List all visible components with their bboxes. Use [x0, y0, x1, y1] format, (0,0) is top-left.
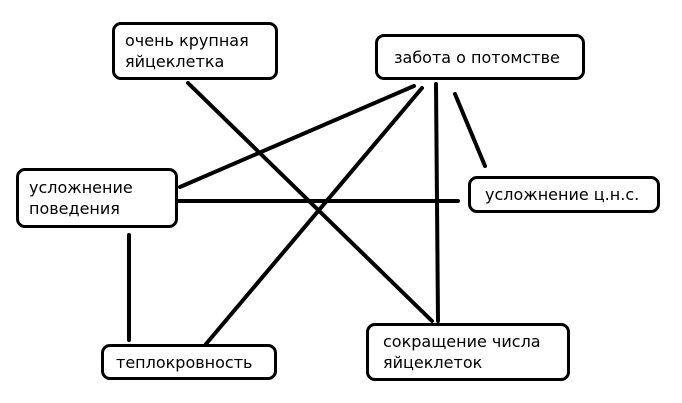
- node-complex-cns: усложнение ц.н.с.: [468, 176, 660, 213]
- node-egg-count-reduction-line-2: яйцеклеток: [383, 353, 483, 372]
- node-offspring-care: забота о потомстве: [375, 34, 585, 80]
- edge-care-cns: [453, 92, 487, 168]
- node-egg-count-reduction-line-1: сокращение числа: [383, 332, 541, 351]
- node-warm-bloodedness: теплокровность: [101, 344, 277, 380]
- node-large-egg-line-2: яйцеклетка: [125, 52, 225, 71]
- node-complex-cns-label: усложнение ц.н.с.: [485, 185, 640, 204]
- node-complex-behavior-line-1: усложнение: [29, 178, 133, 197]
- node-large-egg: очень крупная яйцеклетка: [112, 22, 278, 80]
- node-warm-bloodedness-label: теплокровность: [116, 352, 253, 372]
- node-complex-behavior: усложнение поведения: [16, 168, 178, 228]
- node-egg-count-reduction: сокращение числа яйцеклеток: [366, 323, 570, 381]
- edge-care-behavior: [178, 84, 416, 189]
- node-complex-behavior-line-2: поведения: [29, 199, 120, 218]
- edge-care-warm: [204, 86, 424, 346]
- node-large-egg-line-1: очень крупная: [125, 31, 249, 50]
- node-offspring-care-label: забота о потомстве: [394, 47, 560, 67]
